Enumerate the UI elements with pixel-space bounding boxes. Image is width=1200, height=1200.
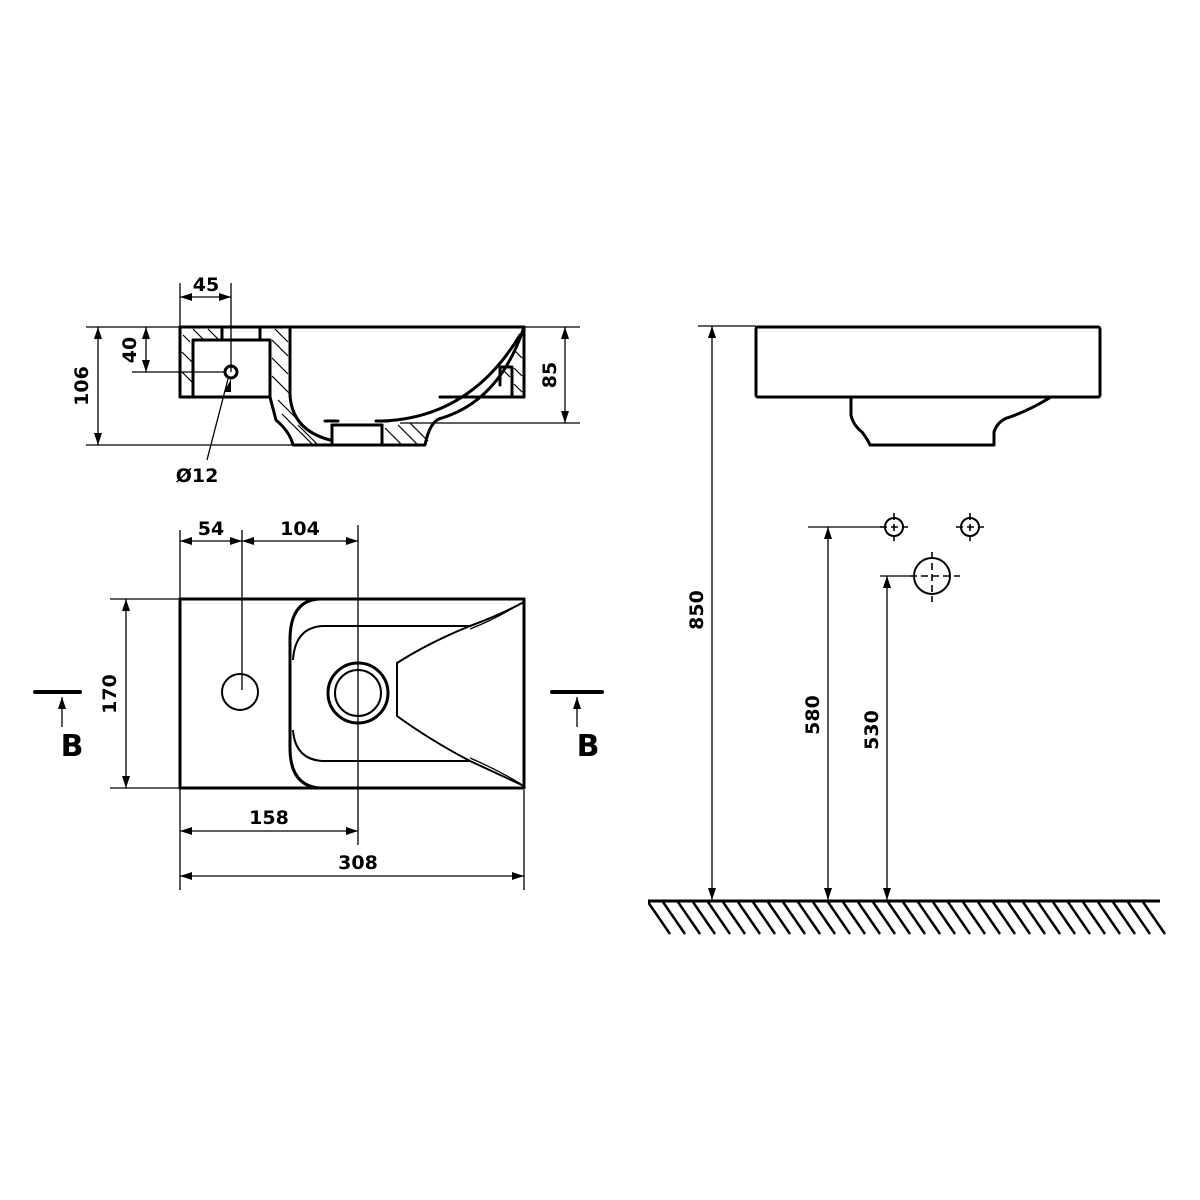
drain-inner-icon bbox=[334, 669, 382, 717]
section-label-left: B bbox=[61, 729, 84, 764]
plan-view: 54 104 170 158 308 B B bbox=[33, 518, 604, 890]
section-marker-left: B bbox=[33, 690, 84, 764]
dim-diameter-12: Ø12 bbox=[176, 465, 219, 487]
dim-170: 170 bbox=[99, 674, 121, 714]
dim-850: 850 bbox=[686, 590, 708, 630]
dim-106: 106 bbox=[71, 366, 93, 406]
section-marker-right: B bbox=[550, 690, 604, 764]
drain-outer-icon bbox=[326, 661, 390, 725]
dim-158: 158 bbox=[249, 807, 289, 829]
overflow-hole-icon bbox=[223, 364, 239, 380]
dim-104: 104 bbox=[280, 518, 320, 540]
tap-hole-icon bbox=[221, 673, 259, 711]
dim-40: 40 bbox=[119, 337, 141, 363]
dim-45: 45 bbox=[193, 274, 219, 296]
dim-308: 308 bbox=[338, 852, 378, 874]
section-view: 45 40 106 85 Ø12 bbox=[71, 274, 580, 487]
dim-530: 530 bbox=[861, 710, 883, 750]
installation-elevation: 850 580 530 bbox=[648, 325, 1167, 935]
dim-580: 580 bbox=[802, 695, 824, 735]
section-hatching bbox=[181, 328, 523, 446]
dim-85: 85 bbox=[539, 362, 561, 388]
section-label-right: B bbox=[577, 729, 600, 764]
dim-54: 54 bbox=[198, 518, 224, 540]
floor-hatching bbox=[648, 899, 1167, 935]
